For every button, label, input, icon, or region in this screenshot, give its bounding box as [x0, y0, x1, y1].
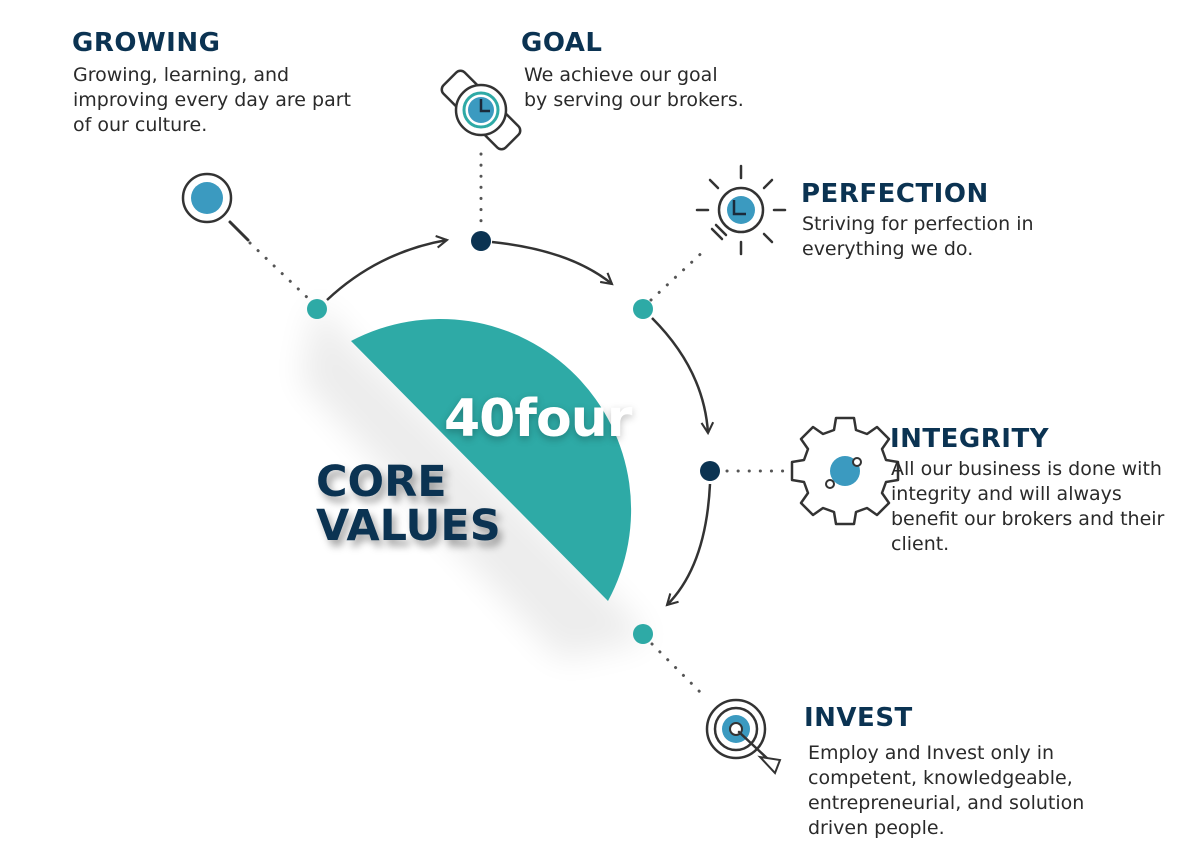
value-title-goal: GOAL — [521, 28, 603, 58]
watch-icon — [440, 69, 522, 151]
value-title-integrity: INTEGRITY — [890, 424, 1050, 454]
core-values-line-1: CORE — [316, 457, 447, 507]
value-desc-line: Striving for perfection in — [802, 213, 1034, 235]
value-desc-line: of our culture. — [73, 114, 208, 136]
lightbulb-icon — [695, 164, 787, 256]
value-desc-line: driven people. — [808, 817, 945, 839]
value-desc-line: benefit our brokers and their — [891, 508, 1165, 530]
connector-perfection — [649, 246, 709, 302]
brand-logo-text: 40four — [444, 389, 632, 449]
node-goal — [471, 231, 491, 251]
target-icon — [705, 698, 782, 775]
value-desc-growing: Growing, learning, and improving every d… — [73, 63, 351, 138]
value-desc-line: client. — [891, 533, 950, 555]
value-desc-line: improving every day are part — [73, 89, 351, 111]
node-growing — [307, 299, 327, 319]
flow-arrow-2 — [491, 240, 614, 286]
diagonal-shadow — [300, 300, 650, 660]
value-desc-line: by serving our brokers. — [524, 89, 744, 111]
value-title-growing: GROWING — [72, 28, 221, 58]
value-desc-line: We achieve our goal — [524, 64, 718, 86]
teal-semicircle — [351, 318, 632, 601]
value-desc-perfection: Striving for perfection in everything we… — [802, 212, 1034, 262]
magnifier-icon — [181, 172, 250, 242]
value-desc-goal: We achieve our goal by serving our broke… — [524, 63, 744, 113]
value-desc-line: competent, knowledgeable, — [808, 767, 1073, 789]
core-values-heading: CORE VALUES — [316, 460, 501, 548]
value-desc-line: integrity and will always — [891, 483, 1122, 505]
flow-arrow-4 — [665, 483, 712, 607]
connector-invest — [650, 642, 707, 699]
node-perfection — [633, 299, 653, 319]
value-desc-line: All our business is done with — [891, 458, 1162, 480]
core-values-line-2: VALUES — [316, 501, 501, 551]
node-invest — [633, 624, 653, 644]
value-desc-invest: Employ and Invest only in competent, kno… — [808, 741, 1084, 841]
flow-arrow-3 — [651, 317, 715, 436]
value-desc-line: Employ and Invest only in — [808, 742, 1055, 764]
value-title-invest: INVEST — [804, 703, 913, 733]
value-desc-integrity: All our business is done with integrity … — [891, 457, 1164, 557]
value-desc-line: entrepreneurial, and solution — [808, 792, 1085, 814]
value-desc-line: everything we do. — [802, 238, 974, 260]
value-title-perfection: PERFECTION — [801, 179, 989, 209]
node-integrity — [700, 461, 720, 481]
value-desc-line: Growing, learning, and — [73, 64, 290, 86]
gear-icon — [790, 416, 900, 526]
flow-arrow-1 — [326, 235, 450, 301]
connector-growing — [248, 241, 314, 304]
